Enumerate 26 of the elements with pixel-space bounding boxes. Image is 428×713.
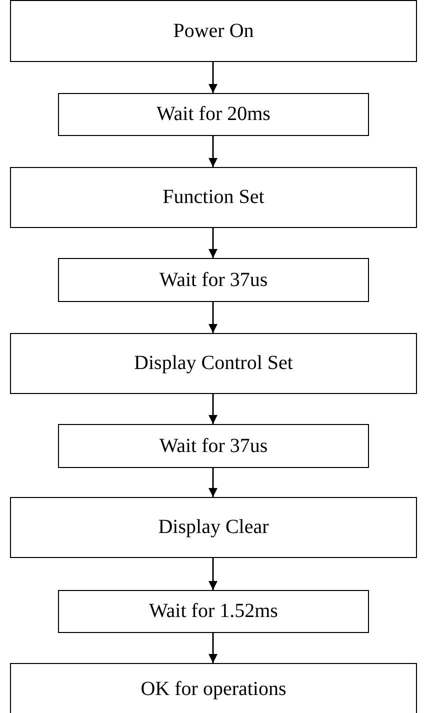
step-label: Wait for 37us	[159, 434, 268, 458]
arrow	[208, 302, 218, 333]
step-label: Wait for 1.52ms	[149, 600, 278, 623]
step-label: Display Control Set	[134, 352, 293, 375]
process-box	[10, 663, 417, 713]
step-label: Function Set	[162, 186, 264, 209]
process-box	[10, 333, 417, 394]
arrow	[208, 394, 218, 424]
arrow	[208, 136, 218, 167]
process-box	[58, 258, 369, 302]
process-box	[58, 93, 369, 136]
arrow	[208, 558, 218, 590]
step-label: OK for operations	[140, 678, 286, 700]
process-box	[58, 424, 369, 468]
arrow	[208, 62, 218, 93]
process-box	[10, 497, 417, 558]
step-label: Wait for 37us	[159, 268, 268, 292]
process-box	[58, 590, 369, 633]
process-box	[10, 167, 417, 228]
step-label: Display Clear	[158, 516, 269, 539]
step-label: Wait for 20ms	[156, 103, 270, 126]
process-box	[10, 0, 417, 62]
arrow	[208, 228, 218, 258]
step-label: Power On	[173, 20, 254, 42]
arrow	[208, 633, 218, 663]
arrow	[208, 468, 218, 497]
